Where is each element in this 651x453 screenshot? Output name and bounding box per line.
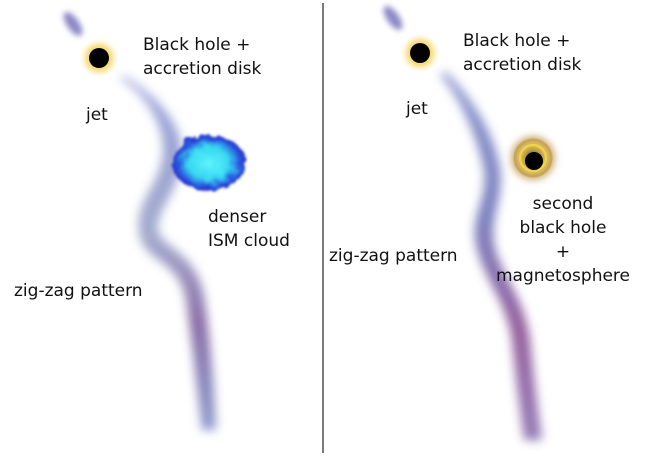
second-black-hole-label: second black hole + magnetosphere bbox=[483, 192, 643, 288]
black-hole bbox=[410, 43, 430, 63]
jet-label: jet bbox=[406, 97, 428, 121]
zigzag-label: zig-zag pattern bbox=[329, 244, 458, 268]
black-hole-label: Black hole + accretion disk bbox=[463, 29, 581, 77]
ism-cloud-label: denser ISM cloud bbox=[208, 205, 290, 253]
jet-label: jet bbox=[86, 103, 108, 127]
counter-jet bbox=[380, 3, 406, 33]
second-black-hole bbox=[525, 152, 543, 170]
ism-cloud bbox=[172, 135, 246, 191]
zigzag-label: zig-zag pattern bbox=[14, 279, 143, 303]
counter-jet bbox=[60, 9, 86, 39]
black-hole bbox=[89, 48, 109, 68]
black-hole-label: Black hole + accretion disk bbox=[143, 33, 261, 81]
jet-stream bbox=[120, 76, 216, 430]
